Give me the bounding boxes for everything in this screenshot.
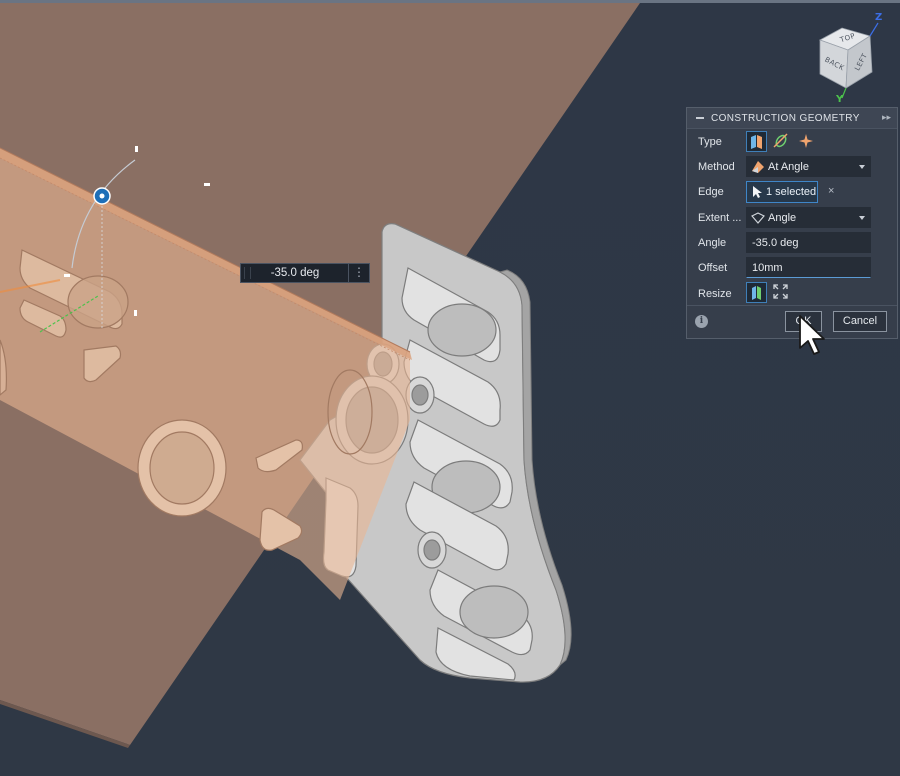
resize-fit-icon — [752, 286, 761, 300]
offset-value: 10mm — [752, 262, 783, 274]
method-label: Method — [698, 161, 735, 173]
x-axis-line — [39, 295, 99, 333]
expand-panel-icon[interactable]: ▸▸ — [881, 112, 891, 122]
collapse-icon[interactable] — [696, 117, 704, 119]
edge-value: 1 selected — [766, 186, 817, 198]
orange-axis-line — [0, 279, 61, 293]
cursor-arrow-icon — [753, 186, 762, 198]
resize-expand-button[interactable] — [771, 282, 792, 303]
reference-plane-edge — [0, 700, 130, 748]
panel-footer: i OK Cancel — [687, 305, 897, 338]
plane-icon — [751, 135, 762, 149]
angle-label: Angle — [698, 237, 727, 249]
offset-label: Offset — [698, 262, 728, 274]
angle-plane-icon — [752, 161, 764, 173]
angle-value-input[interactable]: -35.0 deg ⋮ — [240, 263, 370, 283]
angle-extent-icon — [751, 212, 765, 224]
rail-part[interactable] — [0, 249, 373, 551]
resize-fit-button[interactable] — [746, 282, 767, 303]
panel-header[interactable]: CONSTRUCTION GEOMETRY ▸▸ — [687, 108, 897, 129]
angle-value-text[interactable]: -35.0 deg — [270, 267, 320, 279]
top-border — [0, 0, 900, 3]
axis-icon — [773, 133, 788, 148]
extent-dropdown[interactable]: Angle — [746, 207, 871, 228]
type-point-button[interactable] — [796, 131, 817, 152]
info-icon[interactable]: i — [695, 315, 708, 328]
method-value: At Angle — [768, 161, 809, 173]
extent-value: Angle — [768, 212, 797, 224]
more-options-icon[interactable]: ⋮ — [348, 264, 369, 282]
clear-selection-icon[interactable]: × — [828, 185, 835, 197]
edge-label: Edge — [698, 186, 724, 198]
panel-title: CONSTRUCTION GEOMETRY — [711, 113, 860, 124]
cancel-button[interactable]: Cancel — [833, 311, 887, 332]
chevron-down-icon — [859, 165, 865, 169]
resize-label: Resize — [698, 288, 732, 300]
point-icon — [799, 134, 813, 148]
angle-input[interactable]: -35.0 deg — [746, 232, 871, 253]
type-label: Type — [698, 136, 722, 148]
y-axis-label: Y — [836, 94, 844, 105]
method-dropdown[interactable]: At Angle — [746, 156, 871, 177]
view-cube[interactable]: TOP BACK LEFT Z Y — [812, 12, 886, 108]
view-cube-graphic[interactable] — [812, 18, 886, 108]
resize-expand-icon — [773, 284, 788, 299]
angle-manipulator[interactable] — [64, 146, 210, 330]
drag-grip-icon[interactable] — [244, 267, 251, 279]
offset-input[interactable]: 10mm — [746, 257, 871, 278]
chevron-down-icon — [859, 216, 865, 220]
angle-value: -35.0 deg — [752, 237, 799, 249]
mouse-pointer-icon — [799, 315, 825, 355]
edge-selection-button[interactable]: 1 selected — [746, 181, 818, 203]
type-plane-button[interactable] — [746, 131, 767, 152]
construction-geometry-panel: CONSTRUCTION GEOMETRY ▸▸ Type Method At … — [686, 107, 898, 339]
z-axis-label: Z — [875, 12, 883, 23]
extent-label: Extent ... — [698, 212, 742, 224]
type-axis-button[interactable] — [771, 131, 792, 152]
